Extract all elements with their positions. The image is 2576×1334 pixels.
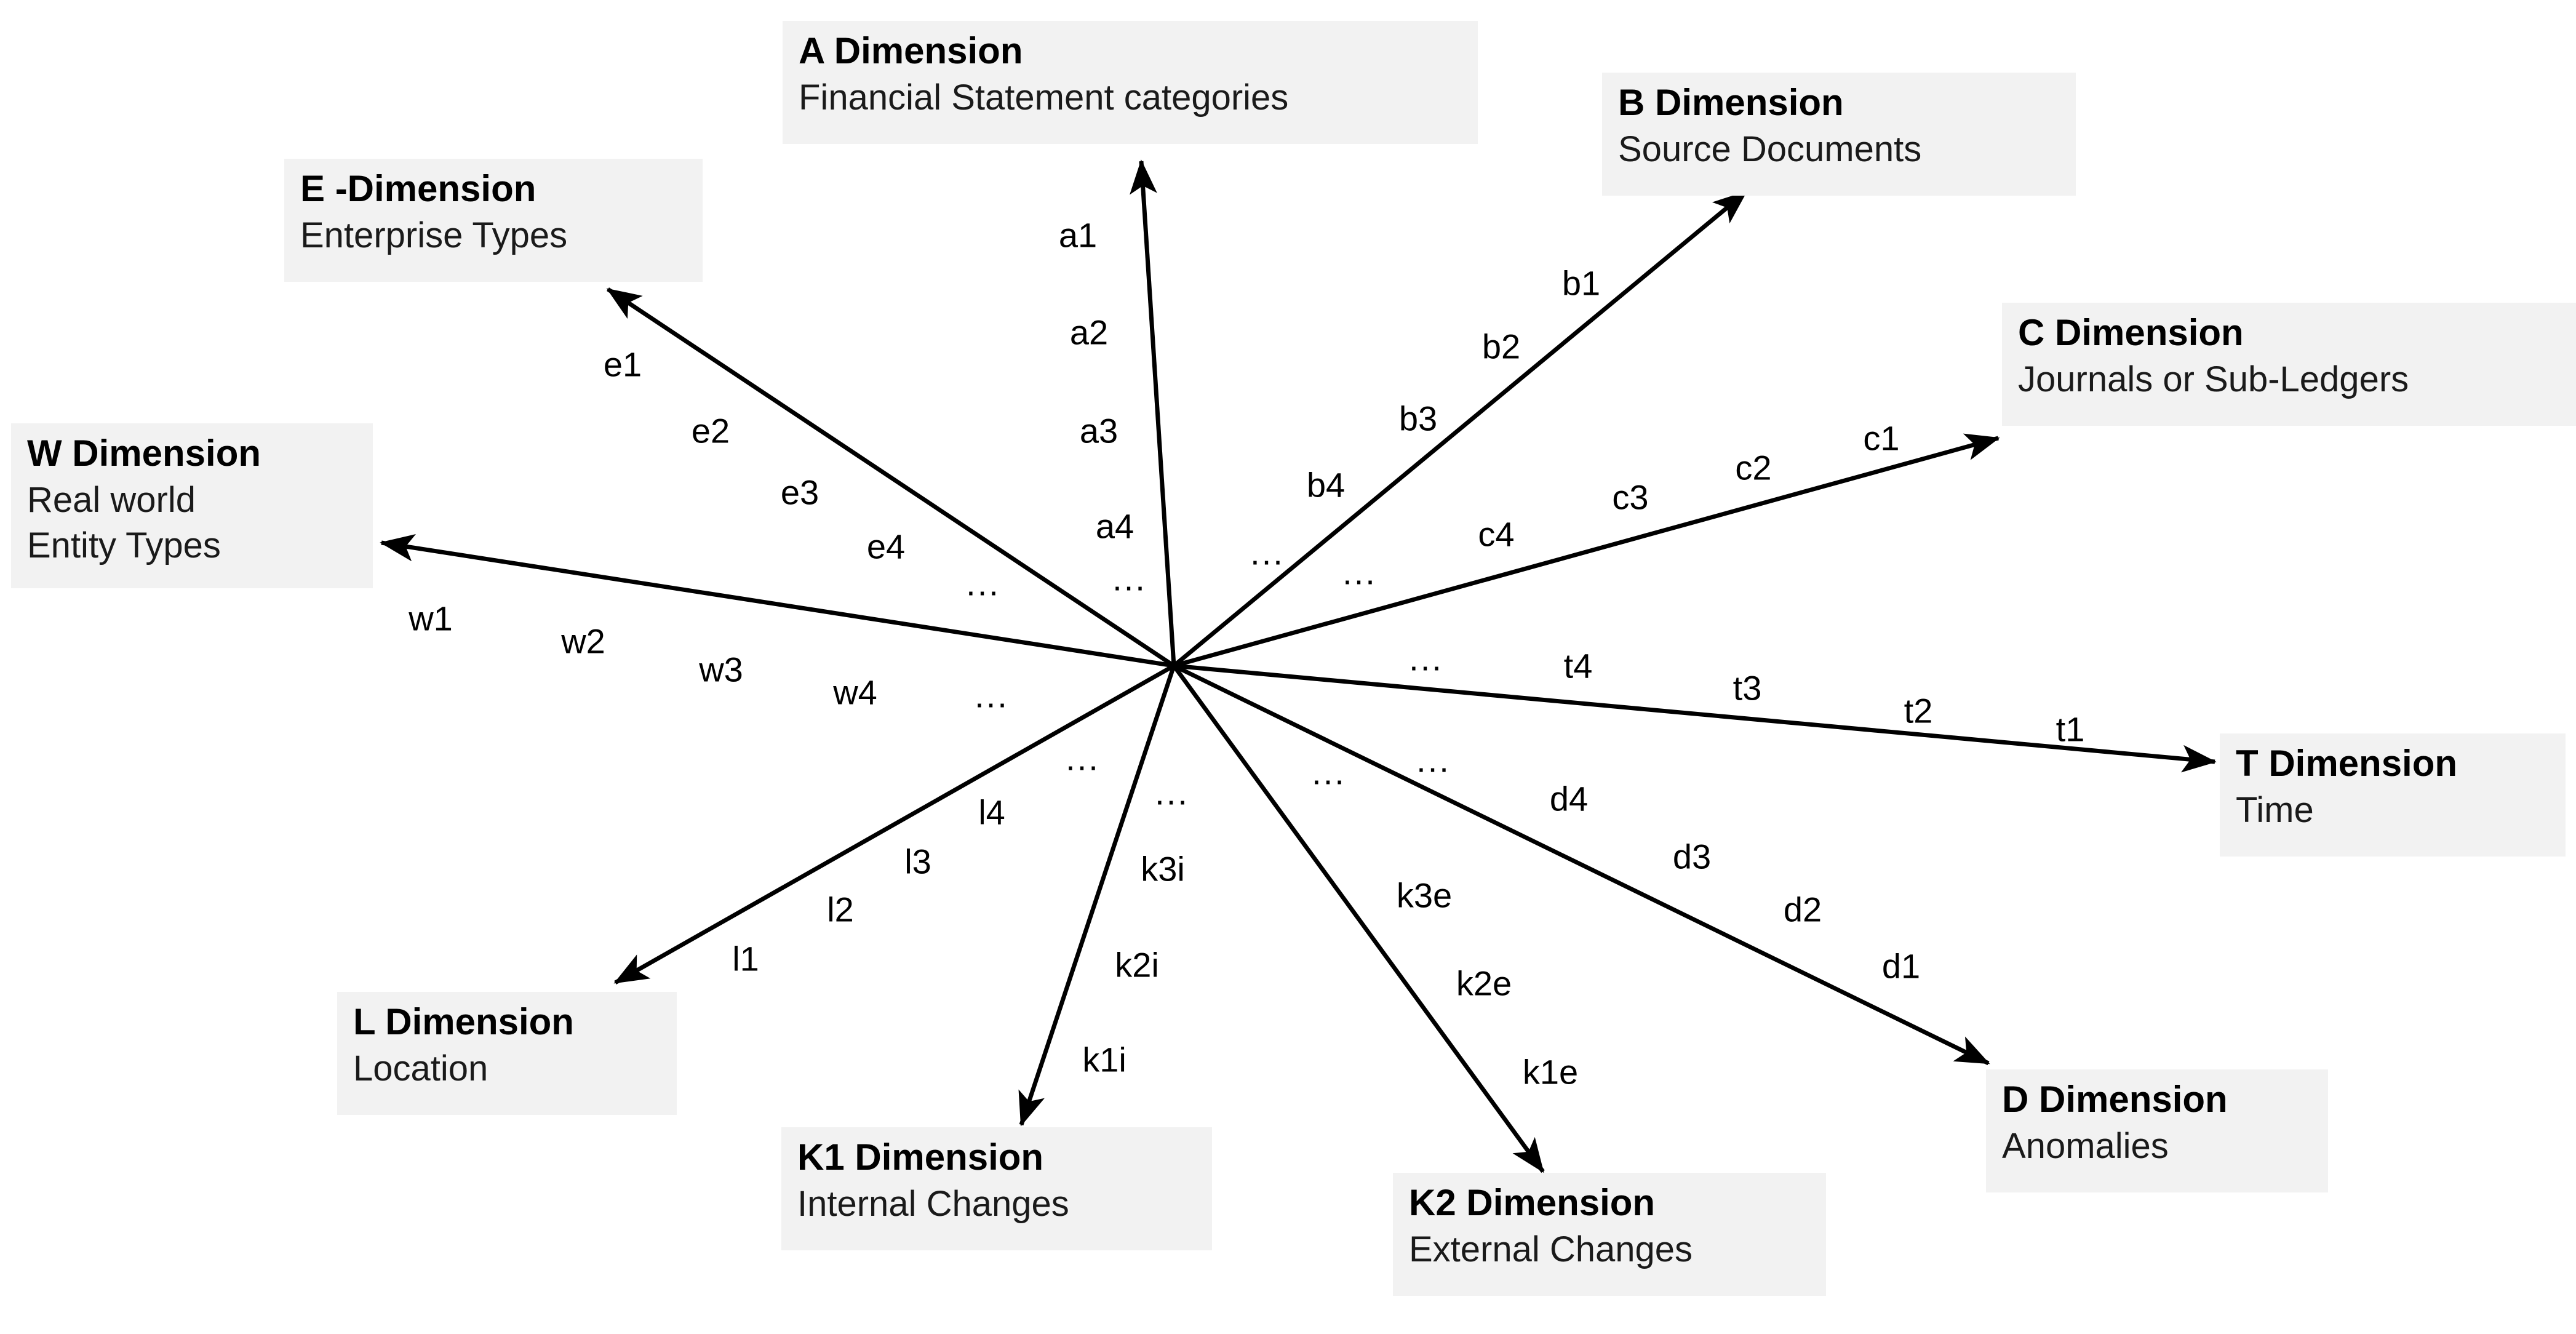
axis-tick-l1: l1 bbox=[732, 939, 759, 978]
dimension-subtitle: Journals or Sub-Ledgers bbox=[2018, 359, 2409, 399]
dimension-box-l[interactable]: L Dimension Location bbox=[337, 992, 677, 1115]
axis-tick-t1: t1 bbox=[2056, 709, 2085, 749]
dimension-title: K2 Dimension bbox=[1409, 1182, 1656, 1223]
dimension-title: D Dimension bbox=[2002, 1079, 2228, 1120]
axis-tick-e3: e3 bbox=[780, 473, 819, 512]
axis-tick-t2: t2 bbox=[1904, 691, 1933, 730]
spoke-line-l bbox=[613, 663, 1175, 985]
spoke-line-t bbox=[1173, 663, 2217, 773]
axis-ellipsis-b: ... bbox=[1342, 553, 1377, 592]
axis-tick-d2: d2 bbox=[1783, 890, 1822, 929]
spoke-line-e bbox=[606, 287, 1175, 668]
dimension-subtitle: Anomalies bbox=[2002, 1125, 2169, 1166]
axis-tick-a1: a1 bbox=[1058, 215, 1098, 255]
axis-tick-w4: w4 bbox=[833, 673, 877, 712]
dimension-subtitle-line-2: Entity Types bbox=[27, 525, 221, 566]
dimension-title: K1 Dimension bbox=[797, 1136, 1044, 1178]
dimension-subtitle: Enterprise Types bbox=[300, 215, 568, 255]
dimension-title: B Dimension bbox=[1618, 82, 1844, 123]
spoke-line-k2 bbox=[1172, 664, 1545, 1173]
axis-tick-a3: a3 bbox=[1079, 411, 1119, 450]
axis-tick-e4: e4 bbox=[866, 527, 906, 566]
axis-tick-k1e: k1e bbox=[1522, 1052, 1579, 1092]
dimension-subtitle: External Changes bbox=[1409, 1229, 1693, 1269]
axis-ellipsis-a: ... bbox=[1112, 559, 1147, 598]
spoke-line-b bbox=[1172, 190, 1748, 668]
dimension-subtitle-line-1: Real world bbox=[27, 479, 196, 520]
axis-tick-k3i: k3i bbox=[1141, 849, 1185, 889]
axis-tick-t3: t3 bbox=[1733, 668, 1762, 708]
dimension-subtitle: Time bbox=[2236, 789, 2314, 830]
axis-ellipsis-e: ... bbox=[966, 564, 1000, 603]
dimension-title: W Dimension bbox=[27, 433, 261, 474]
dimension-title: A Dimension bbox=[799, 30, 1023, 71]
axis-ellipsis-k1: ... bbox=[1155, 773, 1189, 812]
axis-tick-b1: b1 bbox=[1561, 263, 1601, 303]
axis-tick-d4: d4 bbox=[1549, 779, 1589, 818]
dimension-box-k1[interactable]: K1 Dimension Internal Changes bbox=[781, 1127, 1212, 1250]
dimension-box-k2[interactable]: K2 Dimension External Changes bbox=[1393, 1173, 1826, 1296]
axis-tick-e2: e2 bbox=[691, 411, 730, 450]
dimension-subtitle: Location bbox=[353, 1048, 488, 1088]
dimension-title: L Dimension bbox=[353, 1001, 574, 1042]
spoke-line-d bbox=[1173, 663, 1990, 1066]
axis-tick-c3: c3 bbox=[1612, 477, 1649, 517]
dimension-box-w[interactable]: W Dimension Real world Entity Types bbox=[11, 423, 373, 588]
axis-tick-k2e: k2e bbox=[1456, 964, 1512, 1003]
axis-tick-t4: t4 bbox=[1563, 646, 1593, 685]
axis-tick-w2: w2 bbox=[561, 621, 605, 661]
dimension-title: T Dimension bbox=[2236, 743, 2458, 784]
axis-tick-k3e: k3e bbox=[1396, 876, 1453, 915]
dimension-box-b[interactable]: B Dimension Source Documents bbox=[1602, 73, 2076, 196]
dimension-subtitle: Internal Changes bbox=[797, 1183, 1069, 1224]
axis-tick-l3: l3 bbox=[904, 842, 931, 881]
spoke-line-k1 bbox=[1018, 665, 1176, 1127]
axis-tick-l2: l2 bbox=[827, 890, 854, 929]
dimension-title: C Dimension bbox=[2018, 312, 2244, 353]
axis-tick-c4: c4 bbox=[1478, 514, 1515, 554]
dimension-title: E -Dimension bbox=[300, 168, 536, 209]
spoke-line-w bbox=[380, 534, 1174, 668]
axis-tick-w3: w3 bbox=[699, 650, 743, 689]
axis-tick-d1: d1 bbox=[1881, 946, 1921, 986]
axis-tick-b3: b3 bbox=[1398, 399, 1438, 438]
axis-ellipsis-k2: ... bbox=[1312, 753, 1346, 792]
axis-tick-e1: e1 bbox=[603, 345, 642, 384]
dimension-box-a[interactable]: A Dimension Financial Statement categori… bbox=[783, 21, 1478, 144]
dimension-box-e[interactable]: E -Dimension Enterprise Types bbox=[284, 159, 703, 282]
spoke-line-c bbox=[1173, 433, 2000, 668]
axis-tick-c2: c2 bbox=[1735, 448, 1772, 487]
axis-ellipsis-w: ... bbox=[975, 676, 1009, 715]
axis-ellipsis-d: ... bbox=[1416, 740, 1451, 780]
axis-tick-d3: d3 bbox=[1672, 837, 1712, 876]
axis-ellipsis-t: ... bbox=[1409, 639, 1443, 678]
dimension-subtitle: Source Documents bbox=[1618, 129, 1922, 169]
dimension-subtitle: Financial Statement categories bbox=[799, 77, 1289, 118]
axis-ellipsis-l: ... bbox=[1066, 738, 1100, 778]
axis-tick-k2i: k2i bbox=[1115, 945, 1159, 985]
dimension-box-t[interactable]: T Dimension Time bbox=[2220, 733, 2566, 857]
spoke-line-a bbox=[1130, 159, 1176, 666]
dimension-box-d[interactable]: D Dimension Anomalies bbox=[1986, 1069, 2328, 1192]
axis-ellipsis-b: ... bbox=[1250, 533, 1285, 572]
dimension-box-c[interactable]: C Dimension Journals or Sub-Ledgers bbox=[2002, 303, 2576, 426]
axis-tick-c1: c1 bbox=[1863, 418, 1900, 458]
axis-tick-w1: w1 bbox=[409, 599, 453, 638]
axis-tick-k1i: k1i bbox=[1082, 1040, 1127, 1079]
axis-tick-a2: a2 bbox=[1069, 313, 1109, 352]
axis-tick-a4: a4 bbox=[1095, 506, 1134, 546]
axis-tick-l4: l4 bbox=[978, 793, 1005, 832]
axis-tick-b2: b2 bbox=[1481, 327, 1521, 366]
axis-tick-b4: b4 bbox=[1306, 465, 1346, 505]
